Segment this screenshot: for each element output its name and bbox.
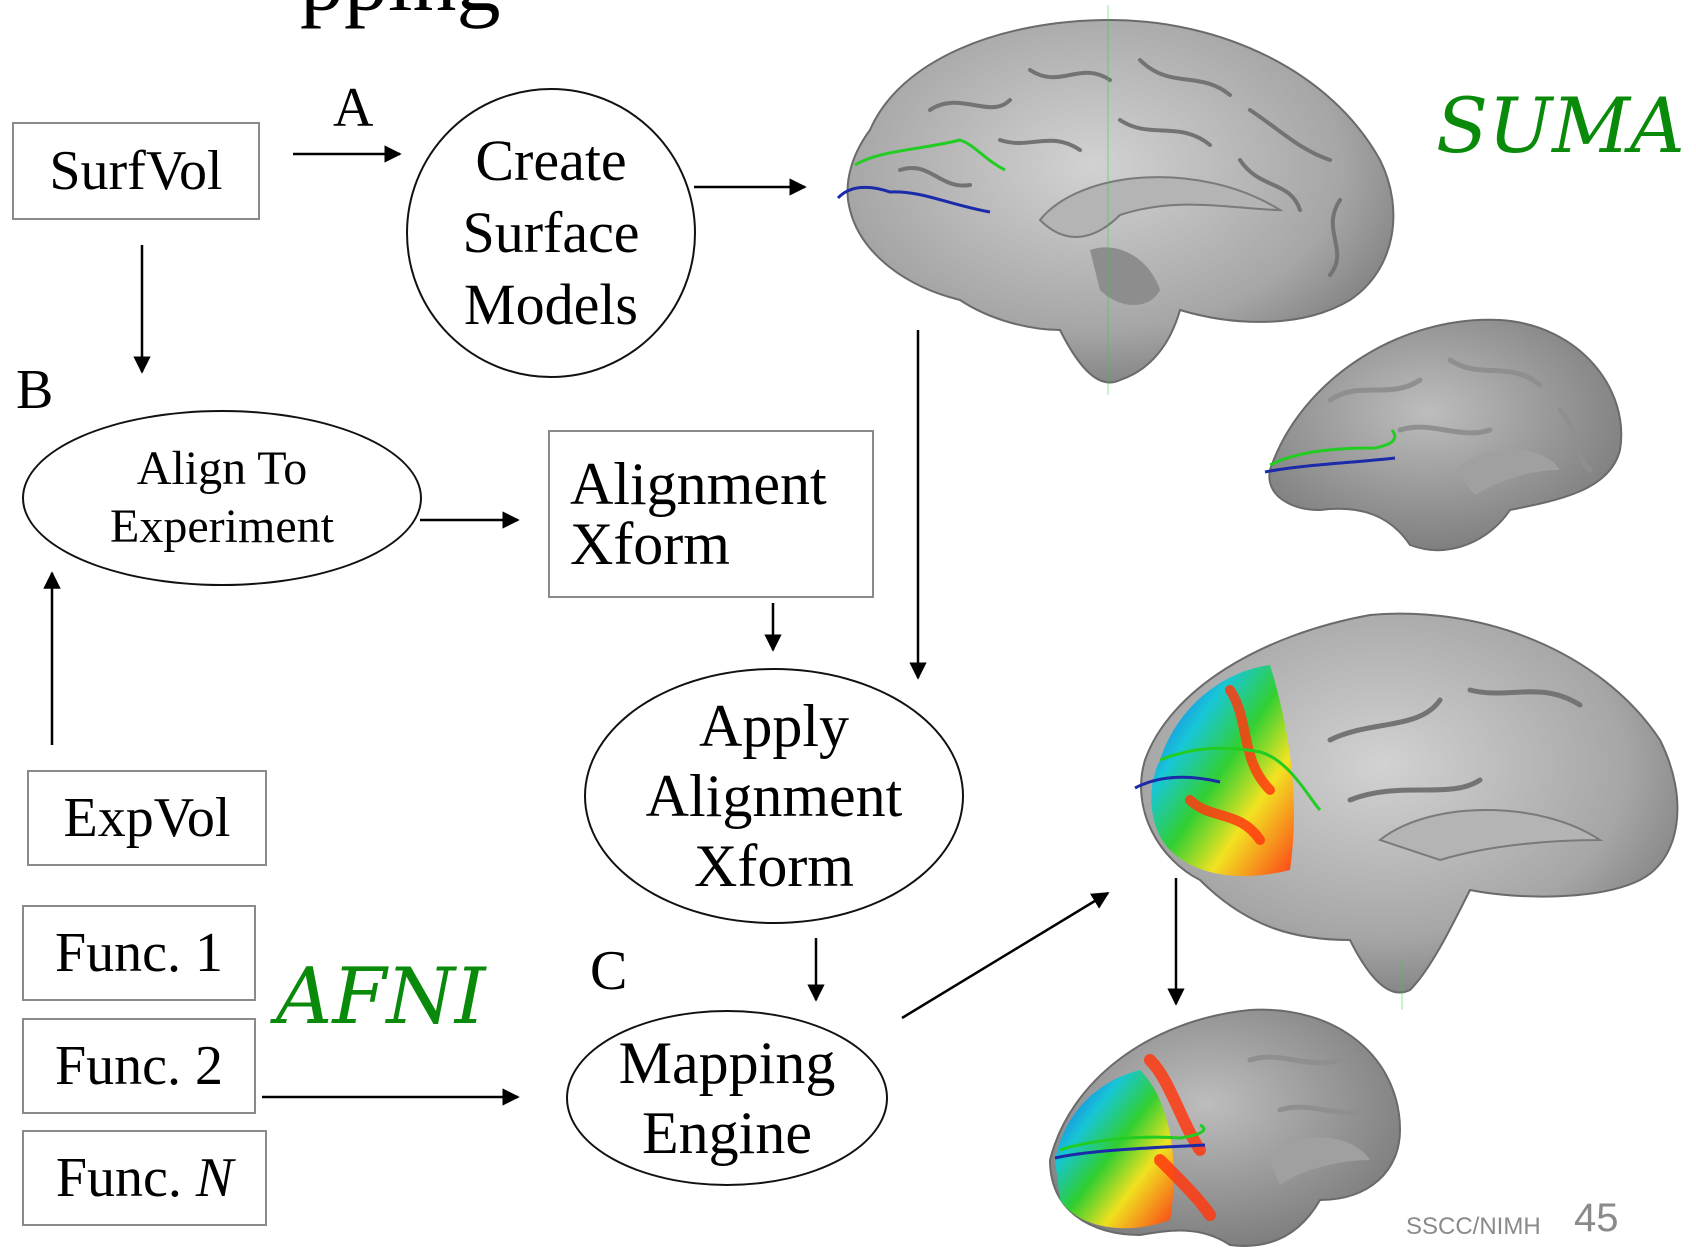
create-surface-models-node: Create Surface Models: [406, 88, 696, 378]
align-to-experiment-node: Align To Experiment: [22, 410, 422, 586]
label-b: B: [16, 359, 54, 421]
funcn-prefix: Func.: [55, 1147, 196, 1209]
mapping-engine-line2: Engine: [642, 1100, 812, 1166]
align-to-experiment-line2: Experiment: [110, 500, 334, 553]
surfvol-label: SurfVol: [49, 140, 223, 202]
mapping-engine-line1: Mapping: [618, 1030, 836, 1096]
pial-brain-image: [836, 5, 1395, 395]
funcn-box: Func. N: [22, 1130, 267, 1226]
func1-label: Func. 1: [55, 922, 223, 984]
align-to-experiment-line1: Align To: [136, 442, 308, 495]
apply-alignment-xform-node: Apply Alignment Xform: [584, 668, 964, 924]
footer-page-number: 45: [1574, 1196, 1619, 1240]
alignment-xform-line1: Alignment: [570, 451, 827, 517]
create-surface-line3: Models: [464, 272, 638, 337]
func2-label: Func. 2: [55, 1035, 223, 1097]
label-c: C: [590, 940, 628, 1002]
expvol-label: ExpVol: [63, 787, 231, 849]
inflated-brain-activation-image: [1048, 1008, 1402, 1247]
label-a: A: [333, 77, 374, 139]
func2-box: Func. 2: [22, 1018, 256, 1114]
alignment-xform-box: Alignment Xform: [548, 430, 874, 598]
title-fragment: pping: [300, 0, 500, 26]
mapping-engine-node: Mapping Engine: [566, 1010, 888, 1186]
suma-label: SUMA: [1436, 81, 1685, 170]
func1-box: Func. 1: [22, 905, 256, 1001]
apply-alignment-line1: Apply: [699, 693, 849, 759]
arrow-mapping-to-result: [901, 891, 1110, 1020]
create-surface-line2: Surface: [462, 200, 640, 265]
apply-alignment-line2: Alignment: [645, 763, 903, 829]
inflated-brain-image: [1264, 318, 1623, 552]
funcn-variable: N: [195, 1147, 234, 1209]
footer-org: SSCC/NIMH: [1406, 1213, 1541, 1240]
surfvol-box: SurfVol: [12, 122, 260, 220]
create-surface-line1: Create: [475, 128, 627, 193]
apply-alignment-line3: Xform: [694, 833, 854, 899]
expvol-box: ExpVol: [27, 770, 267, 866]
alignment-xform-line2: Xform: [570, 511, 730, 577]
funcn-label: Func. N: [56, 1150, 233, 1206]
afni-label: AFNI: [276, 952, 486, 1042]
pial-brain-activation-image: [1134, 612, 1679, 1010]
